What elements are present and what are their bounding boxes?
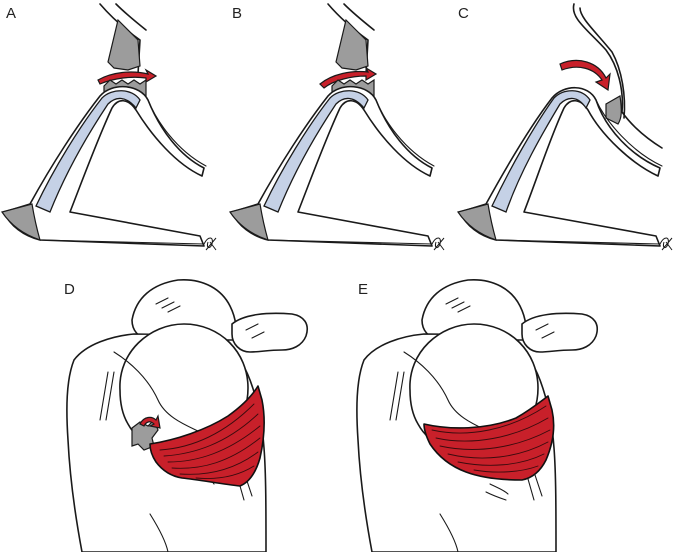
- panel-b: B: [230, 4, 444, 250]
- bone-fragment-upper-a: [108, 20, 140, 70]
- bone-fragment-upper-b: [336, 20, 368, 70]
- panel-label-c: C: [458, 5, 469, 22]
- panel-a: A: [2, 4, 216, 250]
- panel-e: E: [357, 280, 597, 552]
- signature-icon-b: [432, 238, 444, 250]
- signature-icon-a: [204, 238, 216, 250]
- panel-c: C: [458, 4, 672, 250]
- panel-label-a: A: [6, 5, 16, 22]
- coracoid-d: [232, 313, 307, 352]
- signature-icon-c: [660, 238, 672, 250]
- panel-label-b: B: [232, 5, 242, 22]
- panel-d: D: [64, 280, 307, 552]
- panel-label-e: E: [358, 281, 368, 298]
- coracoid-e: [522, 313, 597, 352]
- arrow-icon-c: [560, 60, 610, 90]
- panel-label-d: D: [64, 281, 75, 298]
- arrow-icon-a: [98, 70, 156, 84]
